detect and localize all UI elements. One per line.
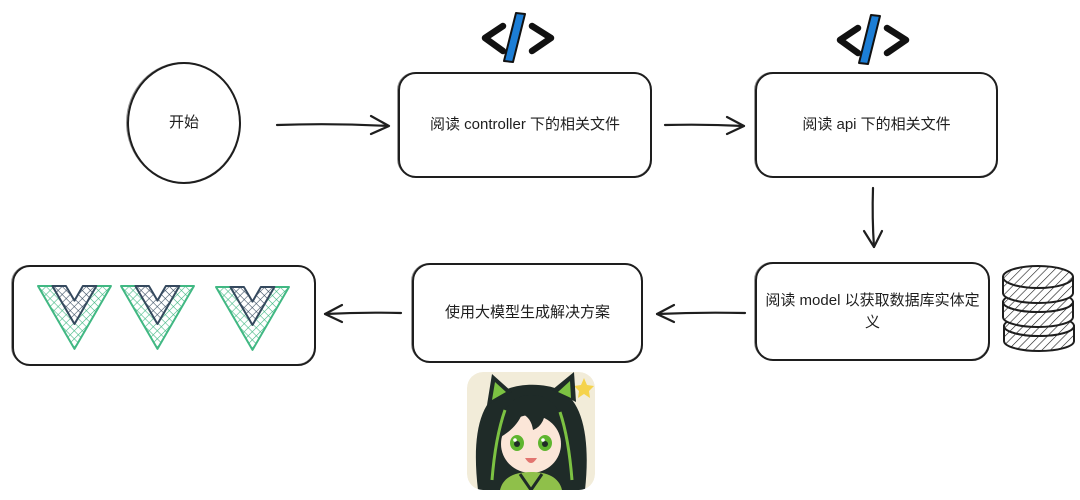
avatar-ear-left-inner (492, 382, 506, 400)
output-vue-node (11, 265, 316, 366)
arrow-generate-to-output (323, 303, 403, 324)
avatar-ear-right-inner (558, 381, 571, 398)
arrow-head (323, 303, 344, 324)
code-icon-left-bracket (481, 22, 507, 55)
code-icon-right-bracket (528, 22, 555, 55)
start-node-label: 开始 (168, 114, 199, 131)
generate-solution-label: 使用大模型生成解决方案 (444, 304, 610, 321)
arrow-shaft (663, 123, 746, 128)
avatar-eye-shine-right (541, 438, 545, 442)
arrow-head (725, 115, 746, 136)
arrow-shaft (323, 311, 403, 316)
vue-logo (37, 285, 112, 350)
code-icon-left-bracket (836, 24, 862, 57)
code-icon-slash (503, 12, 526, 63)
read-controller-label: 阅读 controller 下的相关文件 (429, 116, 621, 133)
database-disk-top-top (1002, 265, 1074, 289)
arrow-shaft (655, 311, 747, 316)
arrow-head (369, 114, 391, 136)
code-icon-slash (858, 14, 881, 65)
avatar-body (500, 472, 562, 490)
avatar-mouth (525, 458, 537, 463)
arrow-controller-to-api (663, 115, 746, 136)
arrow-head (655, 303, 676, 324)
read-model-label: 阅读 model 以获取数据库实体定义 (765, 291, 980, 331)
start-node: 开始 (126, 62, 241, 184)
vue-logo-inner (51, 285, 98, 325)
vue-logo (120, 285, 195, 350)
avatar-image (467, 372, 595, 490)
avatar-eye-shine-left (513, 438, 517, 442)
avatar-pupil-right (542, 441, 548, 447)
avatar-bangs (499, 395, 564, 438)
avatar-star (574, 378, 594, 398)
code-icon (481, 12, 555, 63)
avatar-pupil-left (514, 441, 520, 447)
vue-logo-inner (229, 286, 276, 326)
arrow-start-to-controller (275, 114, 391, 136)
arrow-head (862, 229, 884, 249)
code-icon (836, 14, 910, 65)
arrow-shaft (871, 186, 876, 249)
arrow-model-to-generate (655, 303, 747, 324)
vue-logo (215, 286, 290, 351)
arrow-shaft (275, 123, 390, 128)
avatar-hair-streak (490, 409, 507, 481)
generate-solution-node: 使用大模型生成解决方案 (411, 263, 643, 363)
read-api-label: 阅读 api 下的相关文件 (802, 116, 951, 133)
avatar-hair-streak (558, 411, 574, 481)
code-icon-right-bracket (883, 24, 910, 57)
arrow-api-to-model (862, 186, 884, 249)
avatar-face (501, 415, 561, 473)
read-model-node: 阅读 model 以获取数据库实体定义 (754, 262, 990, 361)
vue-logo-inner (134, 285, 181, 325)
avatar-collar (518, 473, 544, 490)
read-controller-node: 阅读 controller 下的相关文件 (397, 72, 652, 178)
database-icon (1002, 265, 1075, 352)
read-api-node: 阅读 api 下的相关文件 (754, 72, 998, 178)
